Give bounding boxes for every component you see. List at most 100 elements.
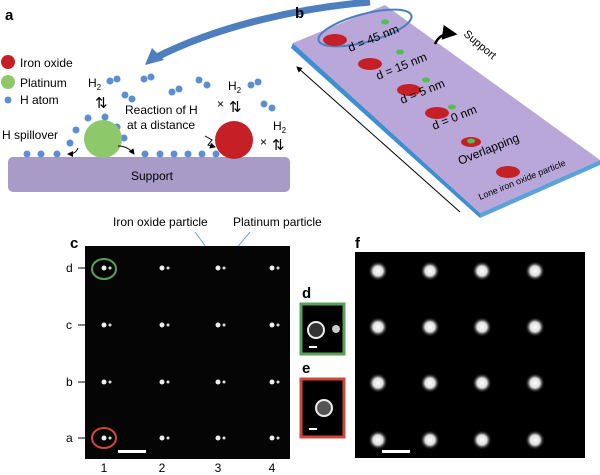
panel-label-c: c xyxy=(70,235,78,252)
bright-spot xyxy=(525,317,545,337)
panel-label-d: d xyxy=(302,285,311,302)
scale-bar-d xyxy=(309,346,317,348)
platinum-dot xyxy=(222,436,226,440)
spot-grid-f xyxy=(368,261,545,450)
iron-oxide-dot xyxy=(269,435,275,441)
h-spillover-label: H spillover xyxy=(2,128,58,142)
bright-spot xyxy=(368,430,388,450)
platinum-dot xyxy=(222,380,226,384)
h2-label-2: H2 xyxy=(228,79,242,95)
sem-image-c xyxy=(85,246,290,459)
iron-oxide-dot xyxy=(269,379,275,385)
row-ticks xyxy=(78,267,88,439)
platinum-dot xyxy=(108,436,112,440)
legend-platinum-icon xyxy=(1,75,15,89)
bright-spot xyxy=(368,373,388,393)
support-bar xyxy=(8,157,290,192)
platinum-dot xyxy=(108,266,112,270)
legend-h-atom-icon xyxy=(4,96,12,104)
row-labels: d c b a xyxy=(66,261,73,445)
reaction-arrow xyxy=(204,135,216,149)
bright-spot xyxy=(368,317,388,337)
equilibrium-arrows-1: ⇅ xyxy=(95,95,108,112)
iron-oxide-particle-label: Iron oxide particle xyxy=(113,215,208,229)
curved-arrow xyxy=(153,0,371,62)
platinum-dot xyxy=(166,323,170,327)
platinum-dot xyxy=(222,266,226,270)
red-circle xyxy=(91,427,117,449)
bright-spot xyxy=(525,430,545,450)
curved-arrow-head xyxy=(145,48,164,65)
platinum-dot xyxy=(276,323,280,327)
legend-h-atom: H atom xyxy=(20,93,59,107)
inset-e-iron xyxy=(315,399,333,417)
row-label-d: d xyxy=(66,261,73,275)
bright-spot xyxy=(420,430,440,450)
iron-oxide-dot xyxy=(269,265,275,271)
support-label-b: Support xyxy=(461,28,498,62)
inset-d-platinum xyxy=(332,325,340,333)
iron-oxide-dot xyxy=(215,379,221,385)
scale-bar-f xyxy=(382,450,410,453)
row-label-a: a xyxy=(66,431,73,445)
direction-arrow xyxy=(296,66,461,213)
iron-oxide-dot xyxy=(215,435,221,441)
support-board xyxy=(293,5,600,213)
scale-bar-c xyxy=(118,450,146,453)
platinum-dot xyxy=(108,380,112,384)
iron-oxide-dot xyxy=(215,322,221,328)
bright-spot xyxy=(368,261,388,281)
scale-bar-e xyxy=(309,428,317,430)
iron-oxide-dot xyxy=(159,265,165,271)
legend-iron: Iron oxide xyxy=(20,56,73,70)
bright-spot xyxy=(472,373,492,393)
bright-spot xyxy=(420,317,440,337)
spillover-arrow-left xyxy=(67,147,79,157)
h-atoms xyxy=(23,73,276,158)
bright-spot xyxy=(472,430,492,450)
iron-oxide-dot xyxy=(101,265,107,271)
legend-platinum: Platinum xyxy=(20,76,67,90)
particle-grid-c xyxy=(101,265,280,441)
iron-oxide-dot xyxy=(101,379,107,385)
particles-b xyxy=(323,19,520,178)
board-edge xyxy=(291,43,480,218)
sim-image-f xyxy=(355,252,585,458)
platinum-particle xyxy=(84,120,122,158)
bright-spot xyxy=(525,261,545,281)
cross-2: × xyxy=(260,135,267,149)
panel-label-a: a xyxy=(5,7,14,24)
reaction-label-2: at a distance xyxy=(127,118,195,132)
equilibrium-arrows-3: ⇅ xyxy=(272,137,285,154)
panel-label-e: e xyxy=(302,360,310,377)
platinum-dot xyxy=(166,436,170,440)
iron-oxide-dot xyxy=(101,322,107,328)
platinum-dot xyxy=(276,436,280,440)
support-label: Support xyxy=(131,169,174,183)
iron-oxide-dot xyxy=(269,322,275,328)
highlight-ellipse xyxy=(317,8,413,48)
bright-spot xyxy=(420,373,440,393)
platinum-dot xyxy=(108,323,112,327)
col-labels: 1 2 3 4 xyxy=(101,461,276,475)
platinum-dot xyxy=(276,266,280,270)
col-label-2: 2 xyxy=(159,461,166,475)
bright-spot xyxy=(420,261,440,281)
col-label-4: 4 xyxy=(269,461,276,475)
bright-spot xyxy=(525,373,545,393)
equilibrium-arrows-2: ⇅ xyxy=(229,99,242,116)
platinum-particle-label: Platinum particle xyxy=(233,215,322,229)
platinum-dot xyxy=(276,380,280,384)
h2-label-1: H2 xyxy=(88,76,102,92)
flip-arrow xyxy=(433,24,458,45)
green-circle xyxy=(91,258,117,280)
iron-oxide-dot xyxy=(159,435,165,441)
h2-label-3: H2 xyxy=(273,119,287,135)
row-label-c: c xyxy=(66,318,72,332)
inset-d-iron xyxy=(307,321,325,339)
col-label-1: 1 xyxy=(101,461,108,475)
col-label-3: 3 xyxy=(215,461,222,475)
panel-label-b: b xyxy=(295,5,304,22)
